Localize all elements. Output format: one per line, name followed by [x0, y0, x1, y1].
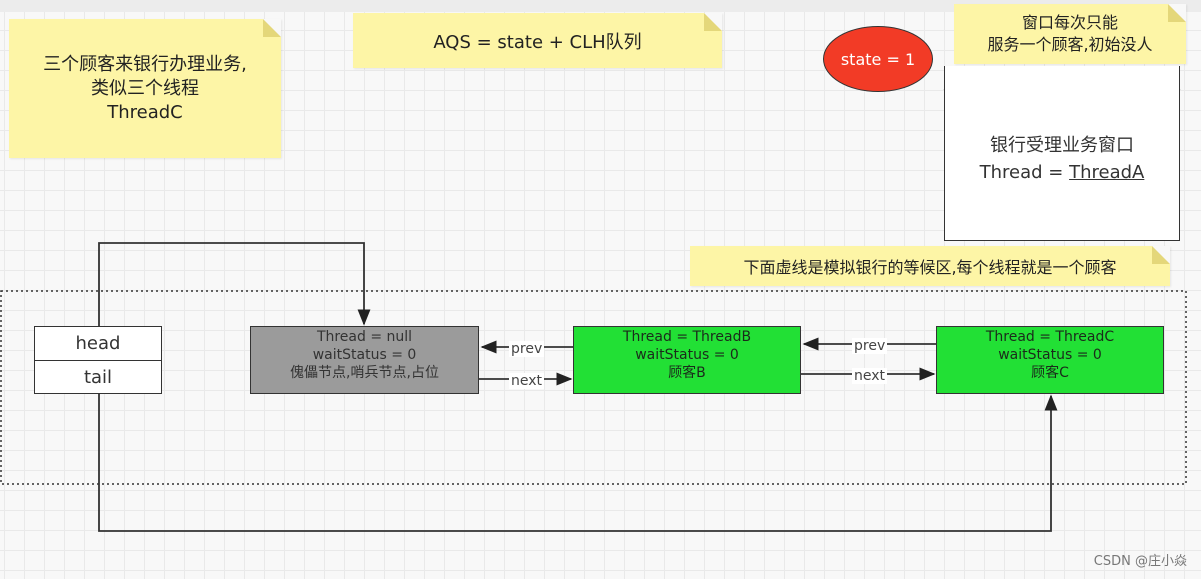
- head-tail-box: head tail: [34, 326, 162, 394]
- window-note-line2: 服务一个顾客,初始没人: [987, 35, 1153, 54]
- service-window: 银行受理业务窗口 Thread = ThreadA: [944, 66, 1180, 241]
- node-threadb-thread: Thread = ThreadB: [622, 329, 752, 345]
- customers-note-line1: 三个顾客来银行办理业务,: [43, 53, 247, 75]
- formula-text: AQS = state + CLH队列: [433, 31, 642, 53]
- window-note: 窗口每次只能 服务一个顾客,初始没人: [954, 4, 1186, 64]
- head-cell: head: [75, 333, 121, 354]
- tail-pointer-edge: [98, 394, 1058, 532]
- dashed-area-note: 下面虚线是模拟银行的等候区,每个线程就是一个顾客: [690, 246, 1170, 286]
- state-label: state = 1: [840, 49, 916, 69]
- window-title: 银行受理业务窗口: [990, 135, 1134, 156]
- state-ellipse: state = 1: [823, 26, 933, 92]
- prev-label-2: prev: [852, 338, 888, 354]
- watermark: CSDN @庄小焱: [1093, 554, 1187, 569]
- node-threadb-waitstatus: waitStatus = 0: [635, 347, 739, 363]
- formula-note: AQS = state + CLH队列: [353, 13, 722, 68]
- dummy-node-waitstatus: waitStatus = 0: [312, 347, 417, 363]
- top-bar: [0, 0, 1201, 12]
- node-threadb: Thread = ThreadB waitStatus = 0 顾客B: [573, 326, 801, 394]
- customers-note-line3: ThreadC: [107, 101, 183, 123]
- head-pointer-edge: [98, 242, 371, 326]
- customers-note-line2: 类似三个线程: [91, 77, 199, 99]
- window-thread: Thread = ThreadA: [980, 159, 1145, 186]
- node-threadc-thread: Thread = ThreadC: [985, 329, 1115, 345]
- node-threadc: Thread = ThreadC waitStatus = 0 顾客C: [936, 326, 1164, 394]
- next-label-1: next: [509, 373, 545, 389]
- window-note-line1: 窗口每次只能: [1021, 13, 1118, 32]
- waiting-area: [0, 290, 1187, 485]
- dummy-node-desc: 傀儡节点,哨兵节点,占位: [290, 365, 439, 381]
- window-thread-prefix: Thread =: [979, 162, 1070, 183]
- node-threadb-desc: 顾客B: [668, 365, 706, 381]
- next-label-2: next: [852, 368, 888, 384]
- dummy-node: Thread = null waitStatus = 0 傀儡节点,哨兵节点,占…: [250, 326, 479, 394]
- node-threadc-waitstatus: waitStatus = 0: [998, 347, 1102, 363]
- customers-note: 三个顾客来银行办理业务, 类似三个线程 ThreadC: [9, 19, 281, 158]
- node-threadc-desc: 顾客C: [1031, 365, 1069, 381]
- dashed-area-note-text: 下面虚线是模拟银行的等候区,每个线程就是一个顾客: [743, 258, 1117, 277]
- tail-cell: tail: [35, 360, 161, 394]
- window-thread-value: ThreadA: [1069, 162, 1145, 183]
- prev-label-1: prev: [509, 341, 545, 357]
- dummy-node-thread: Thread = null: [316, 329, 413, 345]
